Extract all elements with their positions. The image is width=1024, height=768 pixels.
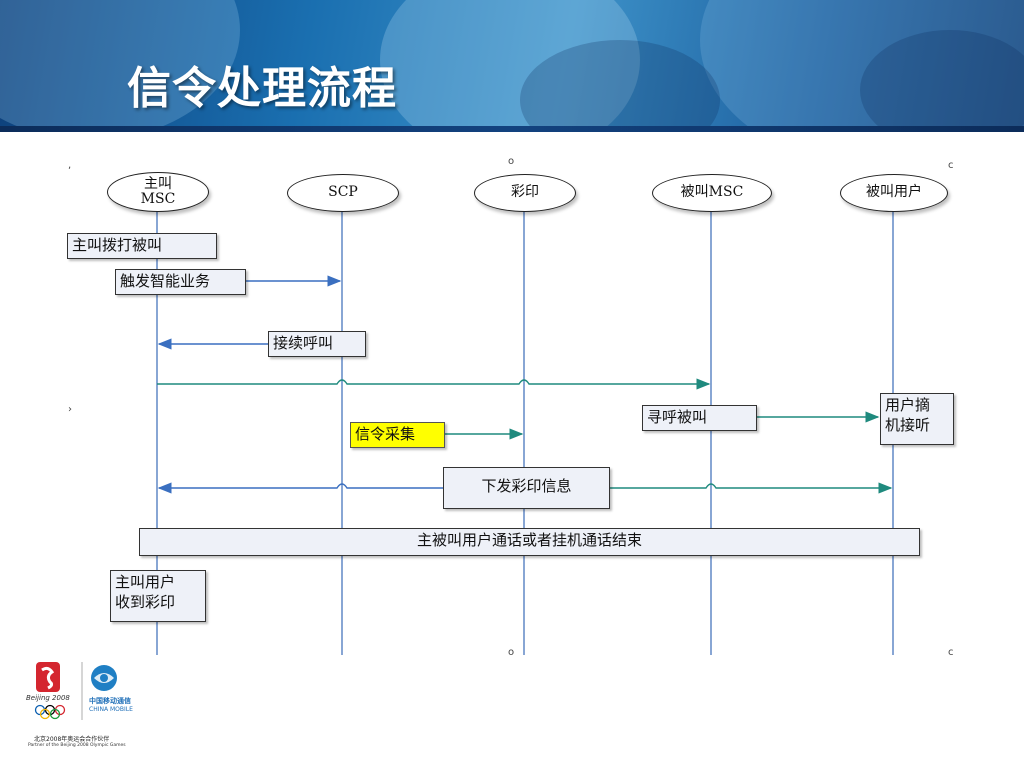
corner-handle: o (508, 156, 515, 167)
olympic-emblem (34, 662, 117, 720)
step-answer: 用户摘 机接听 (880, 393, 954, 445)
sponsor-footer: Beijing 2008 中国移动通信 CHINA MOBILE 北京2008年… (26, 658, 156, 753)
partner-cn: 北京2008年奥运会合作伙伴 (34, 736, 110, 743)
node-scp: SCP (287, 174, 399, 212)
corner-handle: , (68, 160, 72, 171)
header-banner (0, 0, 1024, 131)
corner-handle: o (508, 647, 515, 658)
step-dial: 主叫拨打被叫 (67, 233, 217, 259)
header-bar (0, 126, 1024, 132)
step-continue-call: 接续呼叫 (268, 331, 366, 357)
arrow-send-to-caller (157, 482, 443, 494)
corner-handle: c (948, 160, 954, 171)
partner-en: Partner of the Beijing 2008 Olympic Game… (28, 743, 126, 748)
node-callee-msc: 被叫MSC (652, 174, 772, 212)
corner-handle: › (68, 404, 72, 415)
arrow-send-to-callee (610, 482, 893, 494)
signaling-sequence-diagram: 主叫 MSC SCP 彩印 被叫MSC 被叫用户 主叫拨打被叫 触发智能业务 接… (60, 156, 960, 660)
slide-title: 信令处理流程 (127, 63, 397, 114)
corner-handle: c (948, 647, 954, 658)
step-signal-collect: 信令采集 (350, 422, 445, 448)
step-page-callee: 寻呼被叫 (642, 405, 757, 431)
node-caiyin: 彩印 (474, 174, 576, 212)
step-trigger: 触发智能业务 (115, 269, 246, 295)
arrow-caller-to-callee-msc (157, 378, 711, 390)
step-send-caiyin: 下发彩印信息 (443, 467, 610, 509)
node-caller-msc: 主叫 MSC (107, 172, 209, 212)
beijing-logo-text: Beijing 2008 (26, 694, 70, 702)
node-callee-user: 被叫用户 (840, 174, 948, 212)
step-caller-receive: 主叫用户 收到彩印 (110, 570, 206, 622)
step-call-end: 主被叫用户通话或者挂机通话结束 (139, 528, 920, 556)
china-mobile-en: CHINA MOBILE (89, 706, 133, 713)
china-mobile-cn: 中国移动通信 (89, 697, 131, 705)
